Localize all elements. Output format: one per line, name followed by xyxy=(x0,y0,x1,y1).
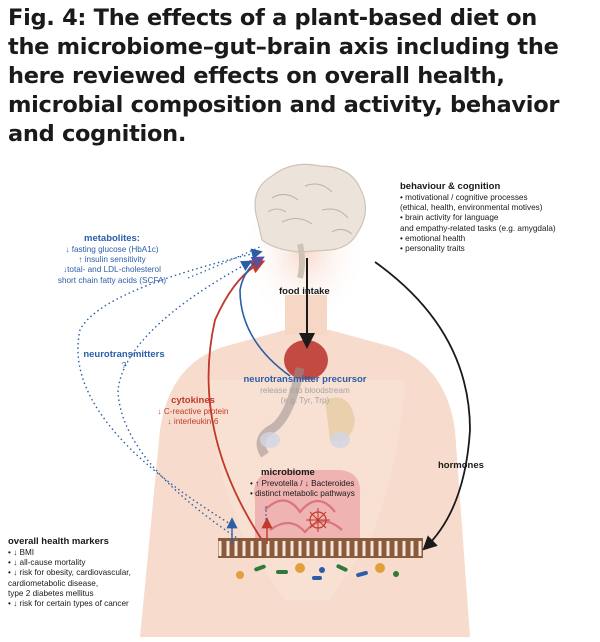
title-line: Fig. 4: The effects of a plant-based die… xyxy=(8,5,537,31)
metabolites-item: ↓ fasting glucose (HbA1c) xyxy=(65,245,159,254)
behaviour-block: behaviour & cognition • motivational / c… xyxy=(400,181,556,254)
cytokines-item: ↓ interleukin-6 xyxy=(167,417,219,427)
microbiome-list: • ↑ Prevotella / ↓ Bacteroides • distinc… xyxy=(250,479,355,499)
neurotransmitters-heading: neurotransmitters xyxy=(83,349,165,360)
health-heading: overall health markers xyxy=(8,536,109,547)
behaviour-list: • motivational / cognitive processes (et… xyxy=(400,193,556,254)
hormones-arrow xyxy=(374,261,471,551)
behaviour-heading: behaviour & cognition xyxy=(400,181,501,192)
health-item: • ↓ risk for certain types of cancer xyxy=(8,599,129,609)
health-item: type 2 diabetes mellitus xyxy=(8,588,94,598)
neurotransmitters-block: neurotransmitters ? xyxy=(74,349,174,371)
brain xyxy=(254,163,367,279)
food-intake-label: food intake xyxy=(279,286,330,297)
precursor-heading: neurotransmitter precursor xyxy=(243,374,367,385)
precursor-item: (e.g. Tyr, Trp) xyxy=(280,396,330,406)
title-line: the microbiome–gut–brain axis including … xyxy=(8,34,559,60)
metabolites-heading: metabolites: xyxy=(84,233,140,244)
behaviour-item: • motivational / cognitive processes xyxy=(400,193,528,202)
health-item: • ↓ risk for obesity, cardiovascular, xyxy=(8,568,131,578)
cytokines-item: ↓ C-reactive protein xyxy=(157,407,229,416)
title-line: microbial composition and activity, beha… xyxy=(8,92,560,118)
title-line: here reviewed effects on overall health, xyxy=(8,63,505,89)
precursor-list: release into bloodstream (e.g. Tyr, Trp) xyxy=(230,386,380,406)
figure-title: Fig. 4: The effects of a plant-based die… xyxy=(8,4,594,149)
health-item: • ↓ BMI xyxy=(8,548,35,557)
metabolites-item: ↓total- and LDL-cholesterol xyxy=(63,265,161,275)
microbiome-heading: microbiome xyxy=(261,467,315,478)
metabolites-list: ↓ fasting glucose (HbA1c) ↑ insulin sens… xyxy=(36,245,188,286)
metabolites-item: ↑ insulin sensitivity xyxy=(78,255,146,265)
behaviour-item: and empathy-related tasks (e.g. amygdala… xyxy=(400,223,556,233)
stomach xyxy=(256,340,355,458)
health-item: cardiometabolic disease, xyxy=(8,578,99,588)
microbiome-block: microbiome • ↑ Prevotella / ↓ Bacteroide… xyxy=(250,467,355,499)
behaviour-item: • personality traits xyxy=(400,244,465,254)
precursor-block: neurotransmitter precursor release into … xyxy=(230,374,380,406)
metabolites-block: metabolites: ↓ fasting glucose (HbA1c) ↑… xyxy=(36,233,188,286)
neurotransmitters-arrow xyxy=(117,260,253,541)
microbiome-item: • ↑ Prevotella / ↓ Bacteroides xyxy=(250,479,355,488)
metabolites-pointer xyxy=(187,245,263,279)
health-list: • ↓ BMI • ↓ all-cause mortality • ↓ risk… xyxy=(8,548,131,609)
cytokines-heading: cytokines xyxy=(171,395,215,406)
title-line: and cognition. xyxy=(8,121,187,147)
precursor-item: release into bloodstream xyxy=(260,386,350,395)
behaviour-item: (ethical, health, environmental motives) xyxy=(400,203,543,213)
health-item: • ↓ all-cause mortality xyxy=(8,558,86,568)
cytokines-block: cytokines ↓ C-reactive protein ↓ interle… xyxy=(138,395,248,427)
hormones-label: hormones xyxy=(438,460,484,471)
behaviour-item: • brain activity for language xyxy=(400,213,499,223)
cytokines-list: ↓ C-reactive protein ↓ interleukin-6 xyxy=(138,407,248,427)
cytokines-arrow xyxy=(207,260,266,541)
metabolites-arrow xyxy=(77,248,263,526)
microbes xyxy=(236,563,399,580)
gut-lining xyxy=(218,538,423,558)
microbiome-item: • distinct metabolic pathways xyxy=(250,489,355,499)
behaviour-item: • emotional health xyxy=(400,233,466,243)
intestines xyxy=(254,470,361,556)
metabolites-item: short chain fatty acids (SCFA) xyxy=(57,275,167,285)
neurotransmitters-note: ? xyxy=(121,361,127,370)
health-block: overall health markers • ↓ BMI • ↓ all-c… xyxy=(8,536,131,609)
